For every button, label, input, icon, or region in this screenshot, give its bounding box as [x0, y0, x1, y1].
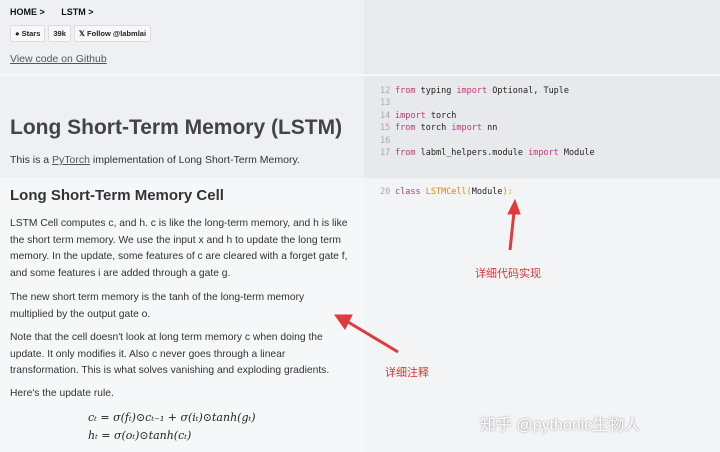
x-icon: 𝕏 [78, 29, 85, 38]
code-token: import [528, 147, 559, 158]
code-line: 14 import torch [380, 110, 595, 122]
code-token: Module [558, 147, 595, 158]
line-number: 17 [380, 147, 391, 158]
header-band: HOME > LSTM > ● Stars 39k 𝕏 Follow @labm… [0, 0, 720, 74]
section-title: Long Short-Term Memory Cell [10, 187, 224, 204]
code-token: labml_helpers.module [415, 147, 529, 158]
paragraph-4: Here's the update rule. [10, 388, 114, 399]
breadcrumb: HOME > LSTM > [10, 7, 108, 17]
stars-label: Stars [21, 29, 41, 38]
code-line: 13 [380, 97, 595, 109]
follow-button[interactable]: 𝕏 Follow @labmlai [73, 25, 152, 42]
code-token: from [395, 86, 416, 96]
line-number: 20 [380, 187, 391, 197]
code-annotation: 详细代码实现 [475, 268, 541, 280]
watermark: 知乎 @pythonic生物人 [480, 417, 641, 434]
comment-annotation: 详细注释 [385, 367, 429, 379]
intro-pre: This is a [10, 154, 53, 166]
header-right [364, 0, 720, 74]
paragraph-3: Note that the cell doesn't look at long … [10, 332, 330, 376]
code-token: from [395, 123, 416, 134]
code-token: import [395, 110, 426, 121]
paragraph-1: LSTM Cell computes c, and h. c is like t… [10, 218, 348, 279]
class-end: ): [502, 187, 513, 197]
code-token: import [456, 86, 488, 96]
breadcrumb-home[interactable]: HOME > [10, 7, 45, 17]
code-token: import [451, 123, 483, 134]
line-number: 16 [380, 135, 391, 146]
equation-c: cₜ = σ(fₜ)⊙cₜ₋₁ + σ(iₜ)⊙tanh(gₜ) [88, 411, 256, 424]
line-number: 14 [380, 110, 391, 121]
arrow-icon [507, 198, 521, 251]
intro-text: This is a PyTorch implementation of Long… [10, 154, 300, 166]
code-line: 16 [380, 135, 595, 147]
line-number: 12 [380, 86, 391, 96]
equation-h: hₜ = σ(oₜ)⊙tanh(cₜ) [88, 429, 192, 442]
class-name: LSTMCell [425, 187, 467, 197]
line-number: 13 [380, 98, 391, 109]
intro-post: implementation of Long Short-Term Memory… [89, 154, 300, 166]
code-line: 17 from labml_helpers.module import Modul… [380, 147, 595, 159]
keyword: class [395, 187, 421, 197]
class-arg: Module [471, 187, 503, 197]
page-title: Long Short-Term Memory (LSTM) [10, 116, 343, 139]
arrow-icon [334, 314, 399, 354]
view-code-link[interactable]: View code on Github [10, 53, 107, 65]
github-stars-button[interactable]: ● Stars [10, 25, 46, 42]
line-number: 15 [380, 123, 391, 134]
pytorch-link[interactable]: PyTorch [52, 154, 90, 166]
code-token: nn [482, 123, 498, 134]
code-token: from [395, 147, 416, 158]
code-line: 15 from torch import nn [380, 122, 595, 134]
follow-label: Follow @labmlai [87, 29, 147, 38]
badges: ● Stars 39k 𝕏 Follow @labmlai [10, 25, 152, 42]
stars-count[interactable]: 39k [48, 25, 71, 42]
code-token: torch [425, 110, 457, 121]
paragraph-2: The new short term memory is the tanh of… [10, 292, 305, 320]
breadcrumb-lstm[interactable]: LSTM > [61, 7, 94, 17]
code-line: 12 from typing import Optional, Tuple [380, 85, 595, 97]
code-token: torch [415, 123, 452, 134]
code-token: typing [415, 86, 457, 96]
code-token: Optional, Tuple [487, 86, 570, 96]
github-icon: ● [15, 29, 20, 38]
